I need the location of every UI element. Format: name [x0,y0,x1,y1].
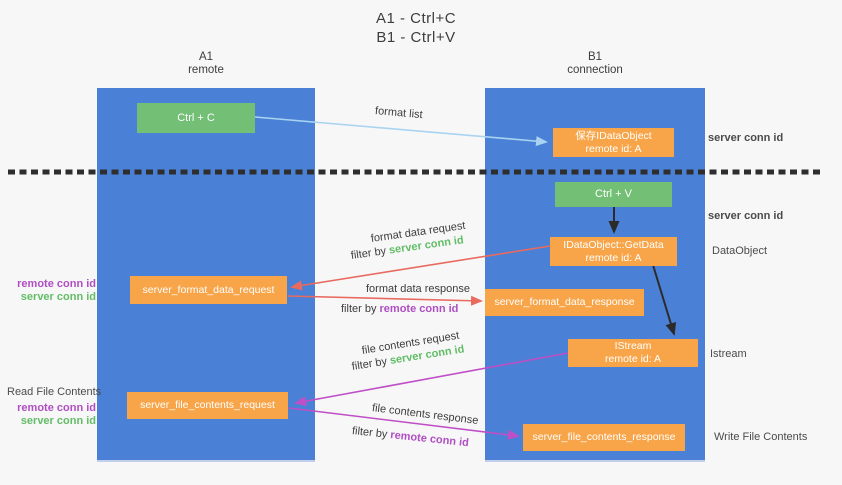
lane-a1-title: A1 [198,51,214,63]
label-filter-by-remote-conn-id-2: filter by remote conn id [351,425,469,450]
arrow-format-data-response [287,295,483,306]
getdata-line1: IDataObject::GetData [563,238,664,251]
server-format-data-response-box: server_format_data_response [485,289,644,316]
label-format-data-response: format data response [366,283,470,295]
getdata-line2: remote id: A [585,251,642,264]
ctrl-v-label: Ctrl + V [595,188,632,200]
ctrl-v-box: Ctrl + V [555,182,672,207]
label-dataobject: DataObject [712,245,768,257]
server-file-contents-response-label: server_file_contents_response [532,431,676,443]
lane-a1-subtitle: remote [188,64,224,76]
ctrl-c-label: Ctrl + C [177,111,215,124]
lane-b1-title: B1 [587,51,603,63]
istream-line2: remote id: A [604,353,662,365]
label-server-conn-id-mid: server conn id [708,210,784,222]
label-format-list: format list [374,105,424,122]
title-line-1: A1 - Ctrl+C [375,10,457,27]
server-conn-id-text: server conn id [20,415,96,427]
label-conn-id-pair-2: remote conn id server conn id [6,402,96,428]
remote-conn-id-text: remote conn id [17,402,96,414]
label-istream: Istream [710,348,747,360]
label-file-contents-response: file contents response [371,402,480,428]
server-format-data-request-label: server_format_data_request [142,283,275,296]
server-file-contents-request-box: server_file_contents_request [127,392,288,419]
label-write-file-contents: Write File Contents [714,431,808,443]
label-filter-by-remote-conn-id-1: filter by remote conn id [341,303,458,316]
label-read-file-contents: Read File Contents [7,386,102,398]
label-server-conn-id-top: server conn id [708,132,784,144]
remote-conn-id-text: remote conn id [389,429,470,450]
istream-box: IStream remote id: A [568,339,698,367]
page-title: A1 - Ctrl+C B1 - Ctrl+V [311,9,521,47]
server-conn-id-text: server conn id [20,291,96,303]
filter-by-text: filter by [351,425,388,441]
server-format-data-request-box: server_format_data_request [130,276,287,304]
save-dataobject-line2: remote id: A [585,142,642,155]
server-file-contents-request-label: server_file_contents_request [140,399,275,411]
lane-header-a1: A1 remote [97,51,315,77]
istream-line1: IStream [614,340,652,352]
lane-b1-subtitle: connection [567,64,623,76]
lane-header-b1: B1 connection [485,51,705,77]
remote-conn-id-text: remote conn id [379,303,459,315]
filter-by-text: filter by [350,245,387,262]
remote-conn-id-text: remote conn id [17,278,96,290]
server-format-data-response-label: server_format_data_response [494,296,635,308]
save-dataobject-line1: 保存IDataObject [575,129,652,142]
filter-by-text: filter by [350,355,388,373]
save-dataobject-box: 保存IDataObject remote id: A [553,128,674,157]
server-file-contents-response-box: server_file_contents_response [523,424,685,451]
title-line-2: B1 - Ctrl+V [376,29,456,46]
label-conn-id-pair-1: remote conn id server conn id [6,278,96,304]
ctrl-c-box: Ctrl + C [137,103,255,133]
getdata-box: IDataObject::GetData remote id: A [550,237,677,266]
filter-by-text: filter by [341,303,377,315]
